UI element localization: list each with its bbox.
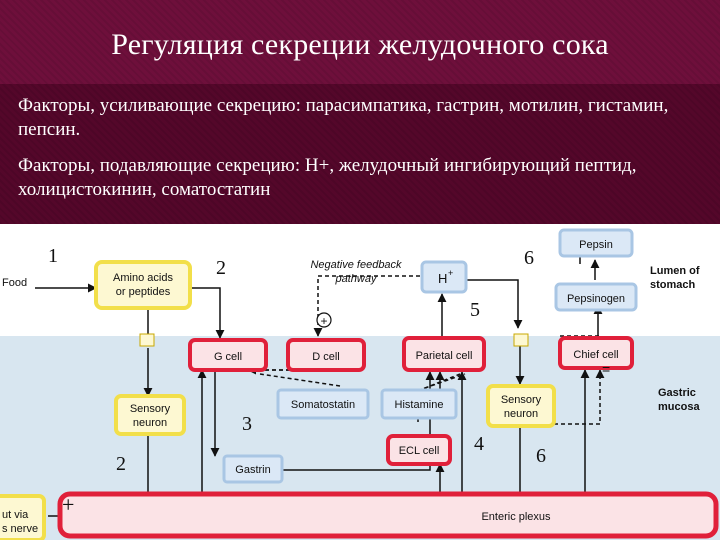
histamine-box: [380, 388, 458, 420]
step-number-4: 4: [474, 433, 484, 455]
sensory-neuron-right-label-1: Sensory: [501, 394, 542, 406]
inhibiting-factors-text: Факторы, подавляющие секрецию: Н+, желуд…: [18, 155, 637, 200]
plus-circle-text: +: [320, 314, 327, 328]
text-panel: Факторы, усиливающие секрецию: парасимпа…: [0, 84, 720, 224]
pepsinogen-box: [554, 282, 638, 312]
d-cell-label: D cell: [312, 351, 340, 363]
step-number-6-bottom: 6: [536, 445, 546, 467]
lumen-label-2: stomach: [650, 279, 696, 291]
ecl-cell-box: [386, 434, 452, 466]
food-label: Food: [2, 277, 27, 289]
sensory-neuron-right-label-2: neuron: [504, 408, 538, 420]
pepsin-box: [558, 228, 634, 258]
inhibit-sign: =: [602, 361, 610, 377]
stimulation-circle: [316, 312, 332, 328]
sensory-neuron-right-box: [486, 384, 556, 428]
h-plus-box: [420, 260, 468, 294]
step-number-1: 1: [48, 245, 58, 267]
slide-title: Регуляция секреции желудочного сока: [111, 28, 609, 61]
step-number-6-top: 6: [524, 247, 534, 269]
lumen-label-1: Lumen of: [650, 265, 700, 277]
amino-acids-label-2: or peptides: [116, 286, 171, 298]
gastric-mucosa-label-2: mucosa: [658, 401, 700, 413]
sensory-neuron-left-label-2: neuron: [133, 417, 167, 429]
sensory-neuron-left-label-1: Sensory: [130, 403, 171, 415]
sensory-neuron-left-box: [114, 394, 186, 436]
stimulating-factors-text: Факторы, усиливающие секрецию: парасимпа…: [18, 95, 669, 140]
g-cell-label: G cell: [214, 351, 242, 363]
vagus-nerve-box: [0, 494, 46, 540]
parietal-cell-box: [402, 336, 486, 372]
amino-acids-label-1: Amino acids: [113, 272, 173, 284]
gastrin-label: Gastrin: [235, 464, 270, 476]
somatostatin-box: [276, 388, 370, 420]
ecl-cell-label: ECL cell: [399, 445, 440, 457]
d-cell-box: [286, 338, 366, 372]
amino-acids-box: [94, 260, 192, 310]
pepsin-label: Pepsin: [579, 239, 613, 251]
gastrin-box: [222, 454, 284, 484]
h-plus-superscript: +: [448, 268, 453, 278]
g-cell-box: [188, 338, 268, 372]
step-number-2-bottom: 2: [116, 453, 126, 475]
step-number-5: 5: [470, 299, 480, 321]
chief-cell-box: [558, 336, 634, 370]
parietal-cell-label: Parietal cell: [416, 350, 473, 362]
histamine-label: Histamine: [395, 399, 444, 411]
step-number-3: 3: [242, 413, 252, 435]
negative-feedback-label-2: pathway: [335, 273, 378, 285]
vagus-label-2: s nerve: [2, 523, 38, 535]
gastric-secretion-diagram: + Food Amino acids or peptides Negative …: [0, 224, 720, 540]
enteric-plexus-box: [57, 491, 719, 539]
plus-sign: +: [62, 492, 74, 517]
negative-feedback-label-1: Negative feedback: [310, 259, 402, 271]
receptor-markers: [139, 333, 529, 347]
vagus-label-1: ut via: [2, 509, 29, 521]
h-plus-label: H: [438, 271, 447, 286]
enteric-plexus-label: Enteric plexus: [481, 511, 551, 523]
somatostatin-label: Somatostatin: [291, 399, 355, 411]
chief-cell-label: Chief cell: [573, 349, 618, 361]
gastric-mucosa-label-1: Gastric: [658, 387, 696, 399]
step-number-2-top: 2: [216, 257, 226, 279]
pepsinogen-label: Pepsinogen: [567, 293, 625, 305]
